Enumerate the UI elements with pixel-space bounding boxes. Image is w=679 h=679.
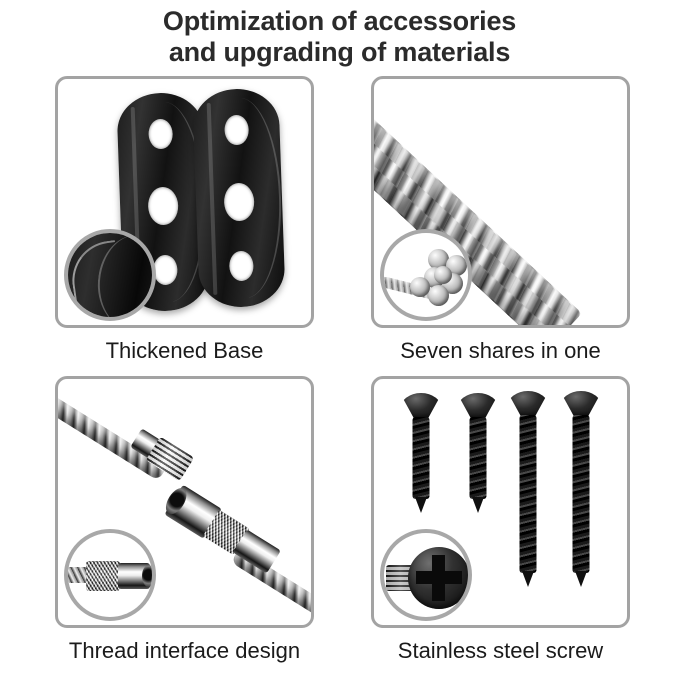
- coupling-sleeve-assembly: [161, 483, 286, 581]
- page-title: Optimization of accessories and upgradin…: [0, 0, 679, 68]
- screw-head: [560, 391, 602, 417]
- inset-strand-6: [410, 277, 430, 297]
- inset-socket-bore: [142, 565, 152, 587]
- screw-head: [507, 391, 549, 417]
- feature-caption-seven-shares-in-one: Seven shares in one: [400, 338, 601, 363]
- magnifier-edge-thickness-inset: [64, 229, 156, 321]
- phillips-cross-horizontal: [416, 571, 462, 584]
- inset-knurled-grip: [86, 561, 120, 591]
- feature-grid: Thickened Base: [55, 76, 630, 672]
- knurled-sleeve-socket-inset: [64, 529, 156, 621]
- wire-rope-cross-section-inset: [380, 229, 472, 321]
- screw-long-1: [507, 391, 549, 591]
- inset-strand-core: [434, 266, 452, 284]
- feature-image-panel-stainless-steel-screw: [371, 376, 630, 628]
- male-thread-end: [128, 425, 196, 483]
- screw-head: [400, 393, 442, 419]
- screw-shank: [519, 415, 537, 573]
- feature-cell-thickened-base: Thickened Base: [55, 76, 314, 372]
- screw-shank: [469, 417, 487, 499]
- screw-tip: [575, 571, 587, 587]
- feature-cell-thread-interface-design: Thread interface design: [55, 376, 314, 672]
- feature-image-panel-thickened-base: [55, 76, 314, 328]
- feature-caption-thickened-base: Thickened Base: [105, 338, 264, 363]
- screw-tip: [415, 497, 427, 513]
- screw-shank: [412, 417, 430, 499]
- screw-head: [457, 393, 499, 419]
- inset-phillips-head: [408, 547, 468, 609]
- black-flat-head-screw-group-icon: [374, 379, 627, 625]
- feature-cell-stainless-steel-screw: Stainless steel screw: [371, 376, 630, 672]
- title-line-2: and upgrading of materials: [168, 37, 511, 67]
- title-line-1: Optimization of accessories: [162, 6, 517, 36]
- feature-image-panel-seven-shares: [371, 76, 630, 328]
- phillips-screw-head-inset: [380, 529, 472, 621]
- screw-short-1: [400, 393, 442, 517]
- inset-strand-1: [428, 249, 449, 270]
- feature-caption-stainless-steel-screw: Stainless steel screw: [397, 638, 604, 663]
- base-plate-front: [192, 87, 286, 309]
- feature-caption-thread-interface-design: Thread interface design: [68, 638, 301, 663]
- feature-image-panel-thread-interface: [55, 376, 314, 628]
- screw-tip: [472, 497, 484, 513]
- screw-shank: [572, 415, 590, 573]
- feature-cell-seven-shares-in-one: Seven shares in one: [371, 76, 630, 372]
- screw-tip: [522, 571, 534, 587]
- screw-long-2: [560, 391, 602, 591]
- screw-short-2: [457, 393, 499, 517]
- inset-strand-5: [428, 285, 449, 306]
- inset-plate-edge: [68, 233, 152, 317]
